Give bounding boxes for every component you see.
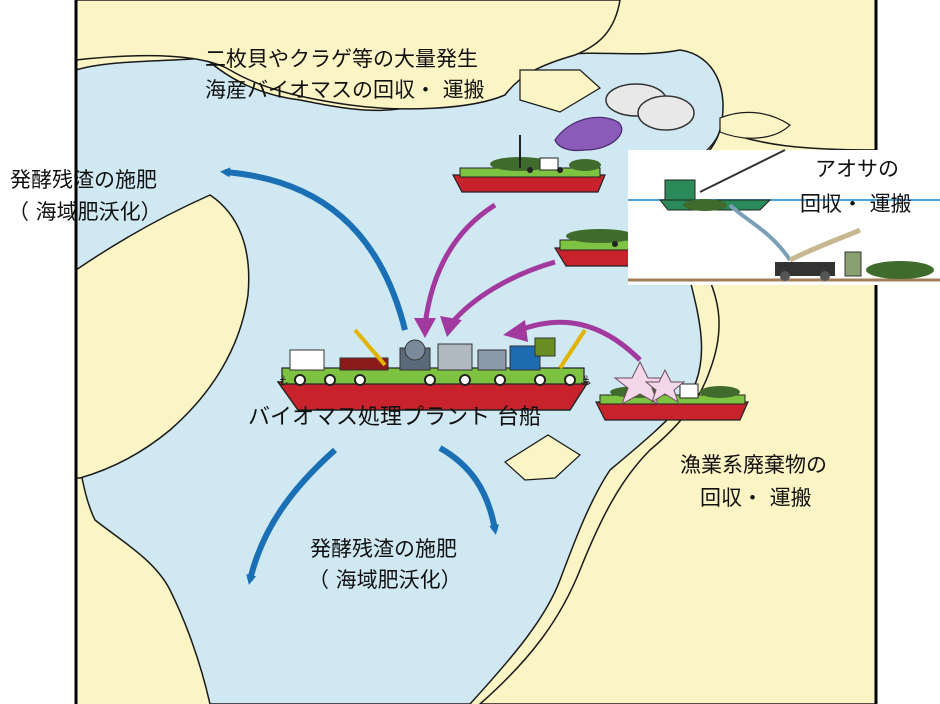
anchor-icon: ⚓: [277, 374, 289, 389]
pier-top: [519, 69, 602, 113]
purple-arrow-top: [422, 202, 497, 326]
starfish-2: [644, 368, 686, 404]
ferment-left-label-line1: 発酵残渣の施肥: [10, 168, 157, 192]
plant-barge: [276, 328, 590, 411]
purple-biomass: [554, 116, 623, 152]
aosa-label-line2: 回収・ 運搬: [800, 192, 912, 216]
aosa-label-line1: アオサの: [815, 157, 899, 181]
purple-arrowhead-middle: [440, 316, 462, 337]
collection-boat-1: [452, 135, 606, 193]
ferment-bottom-label-line2: （ 海域肥沃化）: [308, 568, 462, 592]
left-peninsula: [75, 194, 250, 479]
top-land: [75, 0, 621, 110]
purple-arrow-right: [519, 319, 642, 362]
harbor-pier: [504, 434, 581, 481]
fishery-label-line1: 漁業系廃棄物の: [680, 453, 827, 477]
purple-arrow-middle: [448, 259, 556, 327]
blue-arrow-bottom-left: [246, 447, 337, 585]
starfish-1: [613, 360, 667, 406]
collection-boat-3: [595, 360, 749, 421]
anchor-icon-right: ⚓: [580, 374, 592, 389]
fishery-label-line2: 回収・ 運搬: [700, 486, 812, 510]
bivalve-label-line1: 二枚貝やクラゲ等の大量発生: [205, 47, 478, 71]
blue-arrow-left: [220, 167, 408, 331]
ferment-left-label-line2: （ 海域肥沃化）: [8, 200, 162, 224]
bivalve-label-line2: 海産バイオマスの回収・ 運搬: [205, 78, 485, 102]
aosa-inset: [628, 149, 940, 285]
ferment-bottom-label-line1: 発酵残渣の施肥: [310, 537, 457, 561]
storage-tank-2: [637, 95, 695, 131]
plant-label: バイオマス処理プラント 台船: [248, 405, 541, 430]
island-right: [719, 111, 791, 139]
purple-arrowhead-top: [414, 318, 436, 338]
blue-arrow-bottom-right: [438, 445, 500, 535]
purple-arrowhead-right: [503, 320, 528, 342]
